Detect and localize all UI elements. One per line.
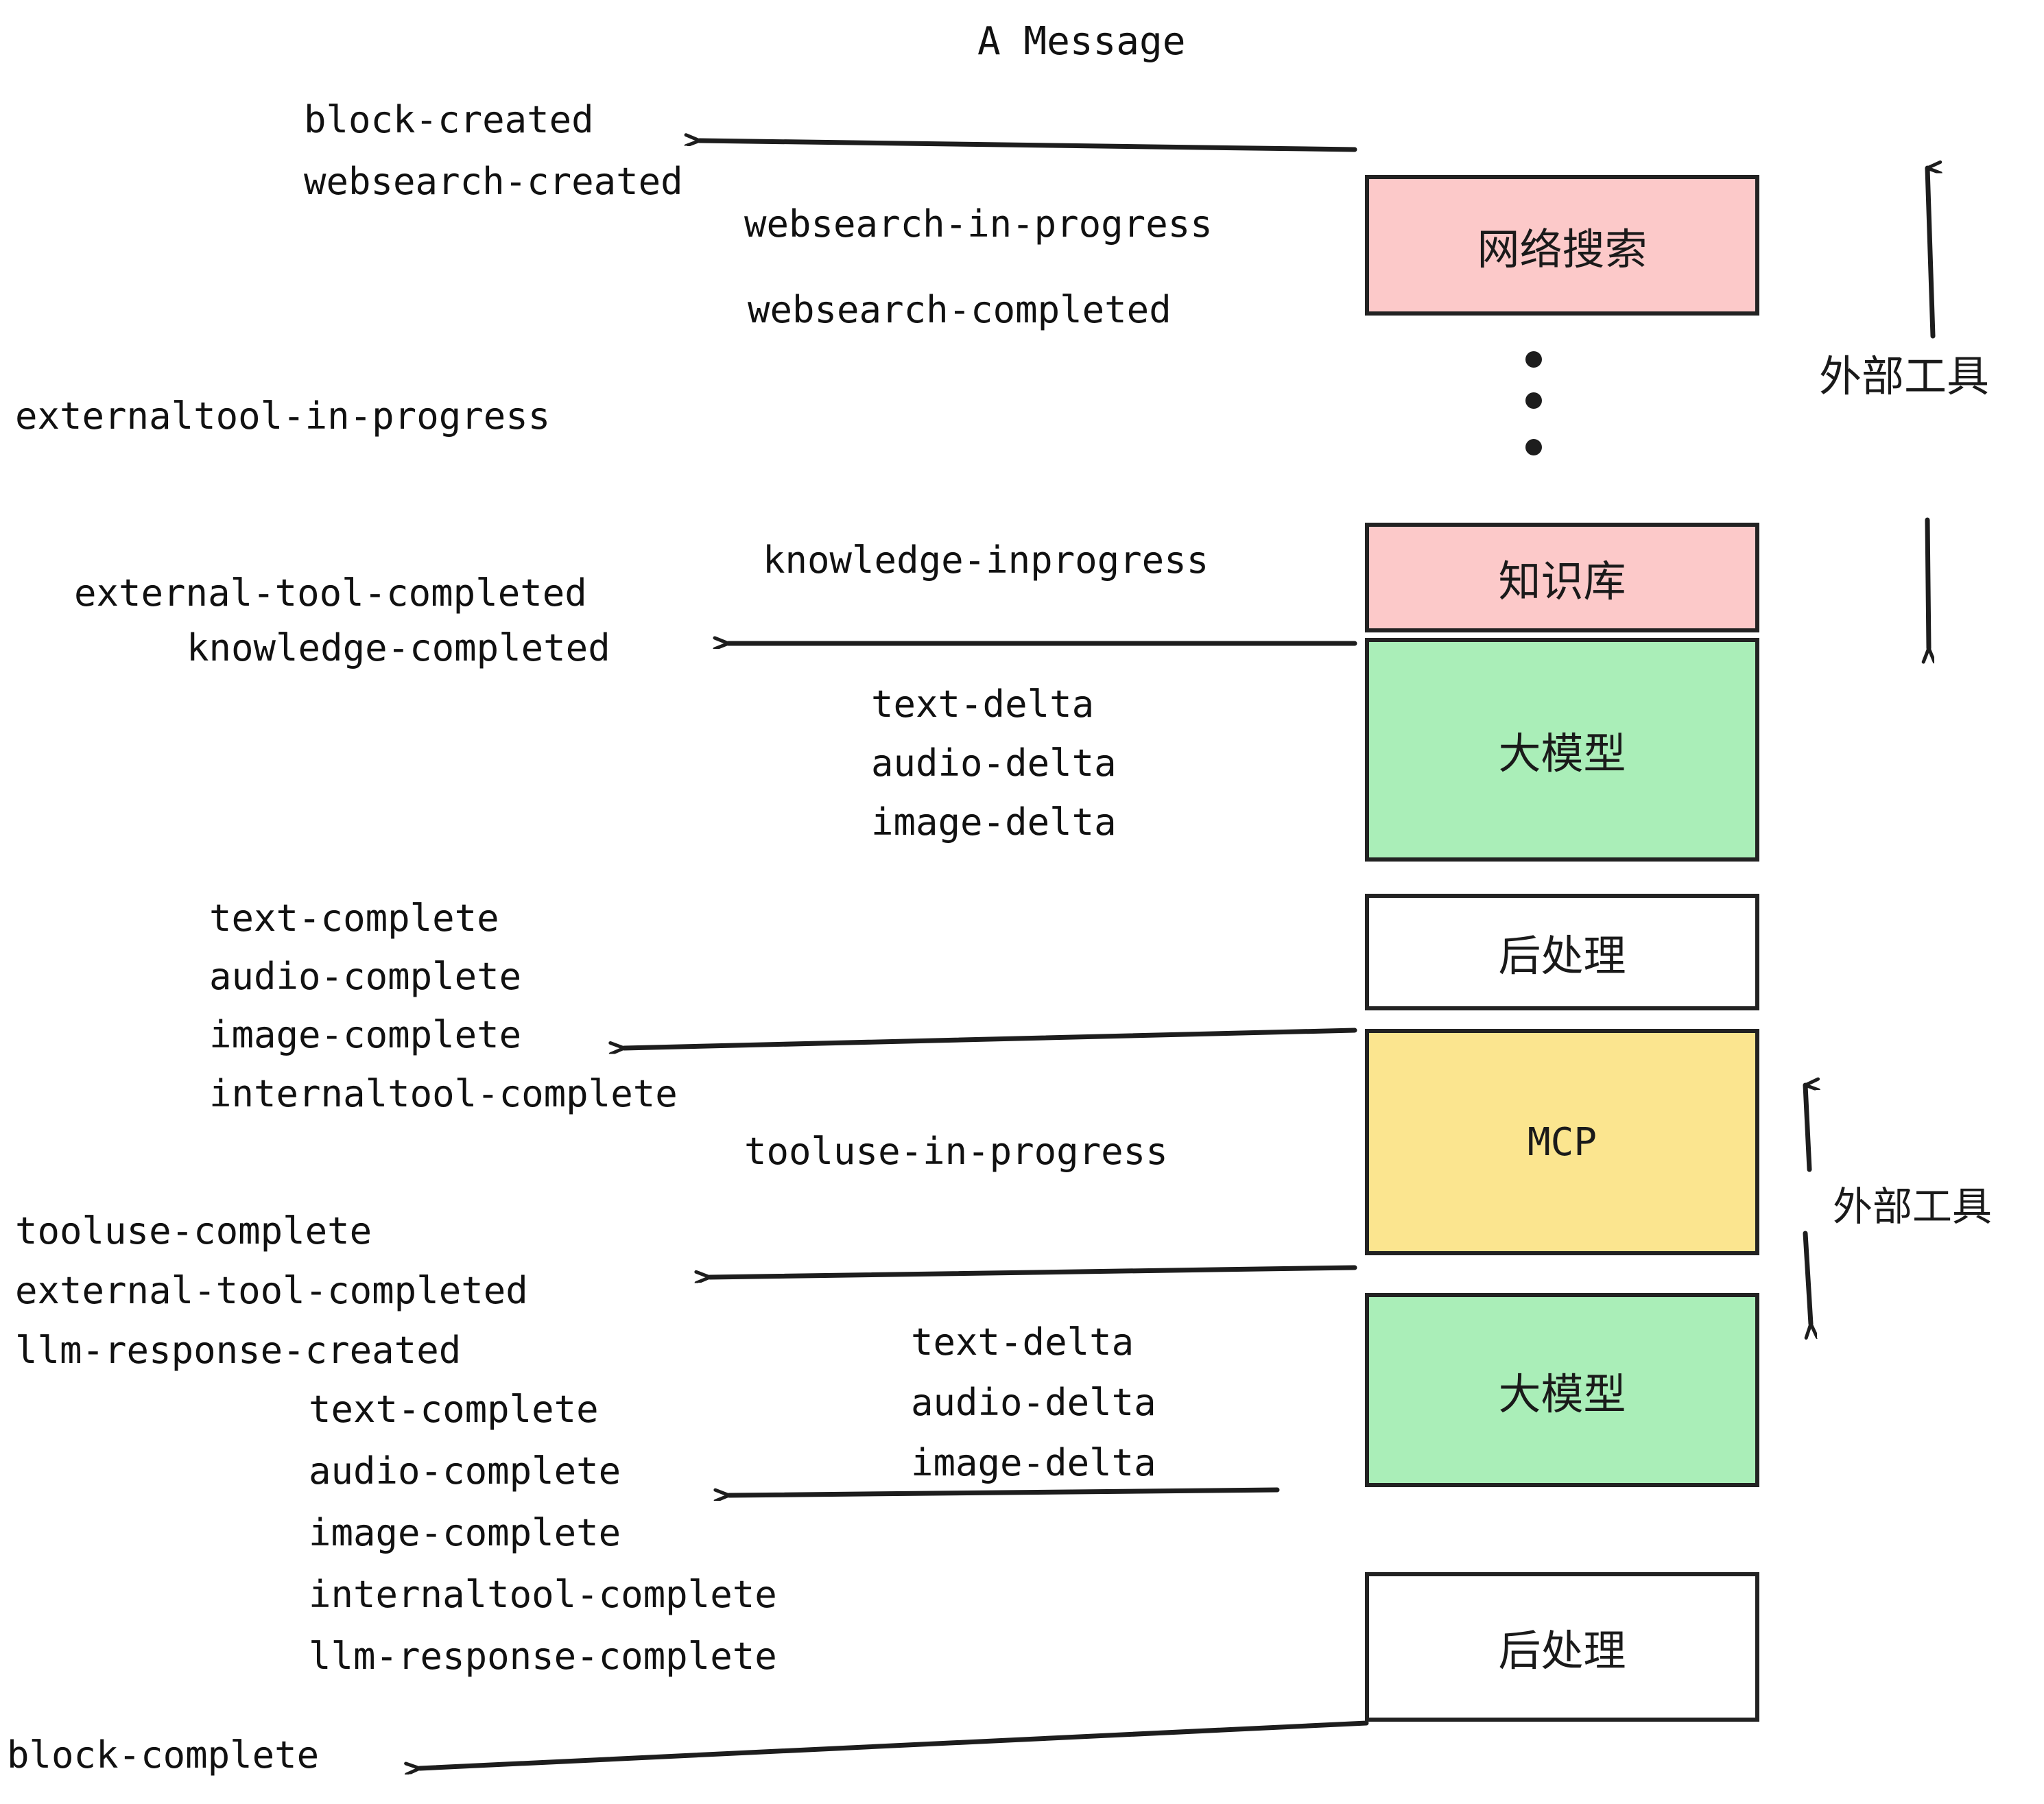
event-external-tool-completed-2: external-tool-completed bbox=[15, 1269, 528, 1312]
arrow-external-tool-up-bottom bbox=[1803, 1085, 1809, 1172]
box-postprocess-2-label: 后处理 bbox=[1498, 1626, 1626, 1676]
box-websearch-label: 网络搜索 bbox=[1477, 224, 1648, 274]
box-websearch: 网络搜索 bbox=[1365, 175, 1759, 316]
ellipsis-dot-1 bbox=[1525, 351, 1542, 368]
box-llm-1: 大模型 bbox=[1365, 638, 1759, 862]
arrow-external-tool-down-bottom bbox=[1803, 1231, 1811, 1324]
event-externaltool-in-progress: externaltool-in-progress bbox=[15, 394, 551, 438]
event-text-complete-1: text-complete bbox=[209, 897, 499, 940]
ellipsis-dot-3 bbox=[1525, 439, 1542, 455]
event-tooluse-in-progress: tooluse-in-progress bbox=[744, 1130, 1168, 1173]
page-title: A Message bbox=[977, 19, 1186, 64]
box-postprocess-2: 后处理 bbox=[1365, 1572, 1759, 1722]
box-llm-1-label: 大模型 bbox=[1498, 728, 1626, 779]
event-image-complete-1: image-complete bbox=[209, 1013, 522, 1056]
event-audio-complete-1: audio-complete bbox=[209, 955, 522, 998]
event-block-complete: block-complete bbox=[7, 1733, 320, 1777]
event-image-delta-1: image-delta bbox=[871, 800, 1117, 844]
box-knowledge-label: 知识库 bbox=[1498, 556, 1626, 606]
event-image-delta-2: image-delta bbox=[911, 1441, 1156, 1484]
event-audio-delta-1: audio-delta bbox=[871, 741, 1117, 785]
event-internaltool-complete-1: internaltool-complete bbox=[209, 1072, 678, 1115]
event-external-tool-completed-1: external-tool-completed bbox=[74, 571, 587, 615]
event-text-delta-1: text-delta bbox=[871, 683, 1095, 726]
box-postprocess-1: 后处理 bbox=[1365, 894, 1759, 1010]
event-audio-complete-2: audio-complete bbox=[309, 1449, 621, 1493]
arrow-block-complete bbox=[420, 1720, 1369, 1768]
ellipsis-dot-2 bbox=[1525, 392, 1542, 409]
box-knowledge: 知识库 bbox=[1365, 523, 1759, 632]
event-internaltool-complete-2: internaltool-complete bbox=[309, 1573, 777, 1616]
box-mcp-label: MCP bbox=[1527, 1119, 1597, 1165]
annotation-external-tool-bottom: 外部工具 bbox=[1833, 1183, 1993, 1230]
event-tooluse-complete: tooluse-complete bbox=[15, 1209, 372, 1253]
box-mcp: MCP bbox=[1365, 1029, 1759, 1255]
arrow-tooluse-complete bbox=[710, 1265, 1357, 1277]
arrow-audio-complete bbox=[729, 1487, 1280, 1495]
arrow-external-tool-up-top bbox=[1925, 168, 1933, 339]
event-llm-response-created: llm-response-created bbox=[15, 1329, 462, 1372]
event-block-created: block-created bbox=[304, 98, 594, 141]
event-knowledge-inprogress: knowledge-inprogress bbox=[763, 538, 1209, 582]
event-websearch-completed: websearch-completed bbox=[748, 288, 1172, 331]
box-llm-2: 大模型 bbox=[1365, 1293, 1759, 1487]
event-audio-delta-2: audio-delta bbox=[911, 1381, 1156, 1424]
arrow-external-tool-down-top bbox=[1927, 517, 1929, 648]
event-websearch-created: websearch-created bbox=[304, 160, 683, 203]
annotation-external-tool-top: 外部工具 bbox=[1819, 351, 1990, 401]
event-text-complete-2: text-complete bbox=[309, 1388, 599, 1431]
event-text-delta-2: text-delta bbox=[911, 1320, 1134, 1364]
box-llm-2-label: 大模型 bbox=[1498, 1368, 1626, 1419]
event-llm-response-complete: llm-response-complete bbox=[309, 1635, 777, 1678]
event-websearch-in-progress: websearch-in-progress bbox=[744, 202, 1213, 246]
arrow-block-created bbox=[700, 141, 1357, 152]
arrow-image-complete bbox=[624, 1028, 1357, 1048]
event-image-complete-2: image-complete bbox=[309, 1511, 621, 1554]
box-postprocess-1-label: 后处理 bbox=[1498, 931, 1626, 981]
event-knowledge-completed: knowledge-completed bbox=[187, 626, 610, 669]
